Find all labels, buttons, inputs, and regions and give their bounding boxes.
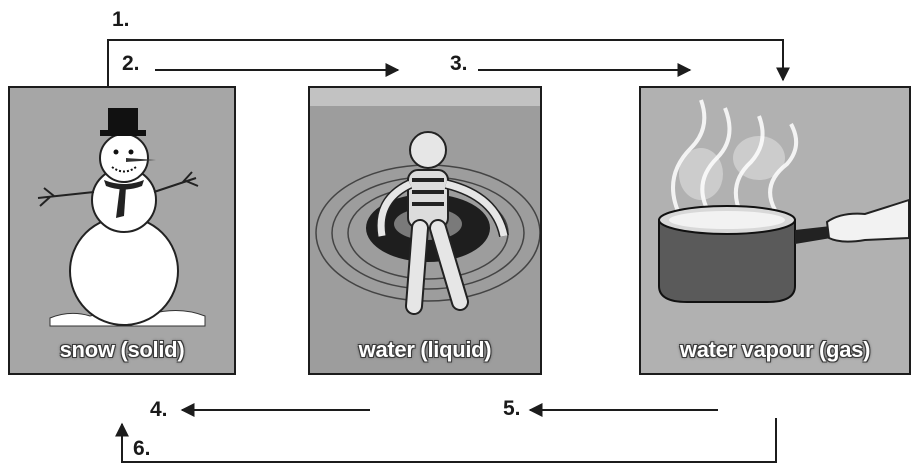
snowman-icon xyxy=(10,88,234,373)
person-floating-icon xyxy=(310,88,540,373)
step-label-1: 1. xyxy=(112,9,130,30)
step-label-3: 3. xyxy=(450,53,468,74)
snow-panel: snow (solid) xyxy=(8,86,236,375)
step-label-5: 5. xyxy=(503,398,521,419)
water-panel: water (liquid) xyxy=(308,86,542,375)
boiling-pot-icon xyxy=(641,88,909,373)
arrow-6-vapour-to-snow xyxy=(122,418,776,462)
arrow-1-snow-to-vapour xyxy=(108,40,783,86)
vapour-caption: water vapour (gas) xyxy=(641,337,909,363)
step-label-4: 4. xyxy=(150,399,168,420)
step-label-6: 6. xyxy=(133,438,151,459)
water-caption: water (liquid) xyxy=(310,337,540,363)
vapour-panel: water vapour (gas) xyxy=(639,86,911,375)
snow-caption: snow (solid) xyxy=(10,337,234,363)
step-label-2: 2. xyxy=(122,53,140,74)
